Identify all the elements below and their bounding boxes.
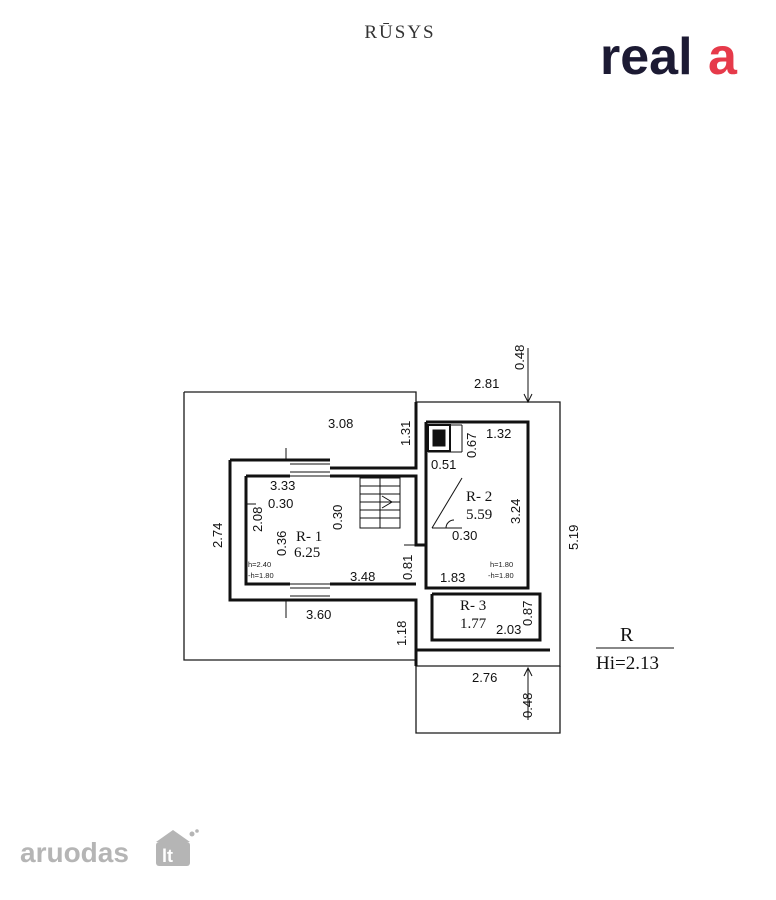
watermark-suffix: lt (162, 846, 173, 866)
dim-r2-top-width: 1.32 (486, 426, 511, 441)
room-r2-area: 5.59 (466, 507, 492, 523)
dim-r3-side: 0.87 (520, 601, 535, 626)
dim-bottom-vertical: 0.48 (520, 693, 535, 718)
dim-r3-width: 2.03 (496, 622, 521, 637)
plan-title: RŪSYS (364, 22, 436, 43)
dim-r1-top-width: 3.33 (270, 478, 295, 493)
aruodas-watermark: aruodas lt (20, 829, 199, 868)
reala-logo: real a (600, 28, 738, 86)
dim-r1-r2-wall: 0.30 (452, 528, 477, 543)
room-r3-area: 1.77 (460, 616, 487, 632)
room-r1-label: R- 1 (296, 529, 322, 545)
dim-r1-inner-height: 2.08 (250, 507, 265, 532)
dim-outer-right-height: 5.19 (566, 525, 581, 550)
dim-upper-step-height: 1.31 (398, 421, 413, 446)
dim-bottom-width: 2.76 (472, 670, 497, 685)
dim-r2-height: 3.24 (508, 499, 523, 524)
dim-r1-wall-left: 0.30 (268, 496, 293, 511)
dim-lower-step-height: 1.18 (394, 621, 409, 646)
r2-height: h=1.80 (490, 560, 513, 569)
r2-height-minus: -h=1.80 (488, 571, 514, 580)
dim-r1-door: 0.81 (400, 555, 415, 580)
logo-main-text: real (600, 28, 693, 86)
dim-r2-chimney-width: 0.51 (431, 457, 456, 472)
dim-top-right-horizontal: 2.81 (474, 376, 499, 391)
dim-r1-niche: 0.36 (274, 531, 289, 556)
room-r1-area: 6.25 (294, 545, 320, 561)
dim-r2-bottom-width: 1.83 (440, 570, 465, 585)
r1-height: h=2.40 (248, 560, 271, 569)
room-r2-label: R- 2 (466, 489, 492, 505)
watermark-text: aruodas (20, 837, 129, 868)
dim-outer-left-height: 2.74 (210, 523, 225, 548)
dim-r1-bottom-width: 3.48 (350, 569, 375, 584)
dim-upper-left-width: 3.08 (328, 416, 353, 431)
dim-top-right-vertical: 0.48 (512, 345, 527, 370)
dim-r2-chimney-height: 0.67 (464, 433, 479, 458)
legend-value: Hi=2.13 (596, 653, 659, 674)
logo-accent-text: a (708, 28, 738, 86)
legend-label: R (620, 624, 634, 646)
room-r3-label: R- 3 (460, 598, 486, 614)
dim-lower-left-width: 3.60 (306, 607, 331, 622)
dim-r1-wall-stairs: 0.30 (330, 505, 345, 530)
r1-height-minus: -h=1.80 (248, 571, 274, 580)
